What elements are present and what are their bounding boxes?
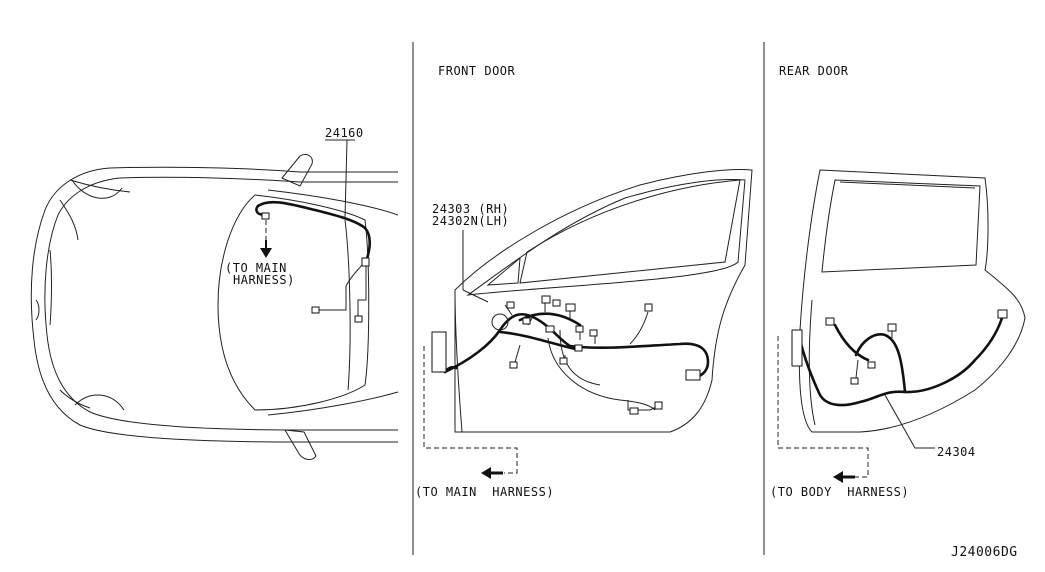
front-door-title: FRONT DOOR [438, 64, 516, 78]
part-number-24160: 24160 [325, 126, 364, 140]
harness-24304 [777, 309, 1008, 483]
harness-label: HARNESS) [233, 273, 295, 287]
to-body-harness-label: (TO BODY HARNESS) [770, 485, 910, 499]
to-main-label: (TO MAIN [225, 261, 287, 275]
harness-24303 [423, 230, 710, 479]
harness-24160 [255, 139, 371, 323]
part-number-24303: 24303 (RH) [432, 202, 510, 216]
car-body-outline [30, 153, 399, 460]
rear-door-title: REAR DOOR [779, 64, 849, 78]
to-main-harness-label: (TO MAIN HARNESS) [415, 485, 555, 499]
front-door-outline [454, 169, 753, 433]
part-number-24302n: 24302N(LH) [432, 214, 510, 228]
diagram-id: J24006DG [951, 545, 1018, 560]
part-number-24304: 24304 [937, 445, 976, 459]
